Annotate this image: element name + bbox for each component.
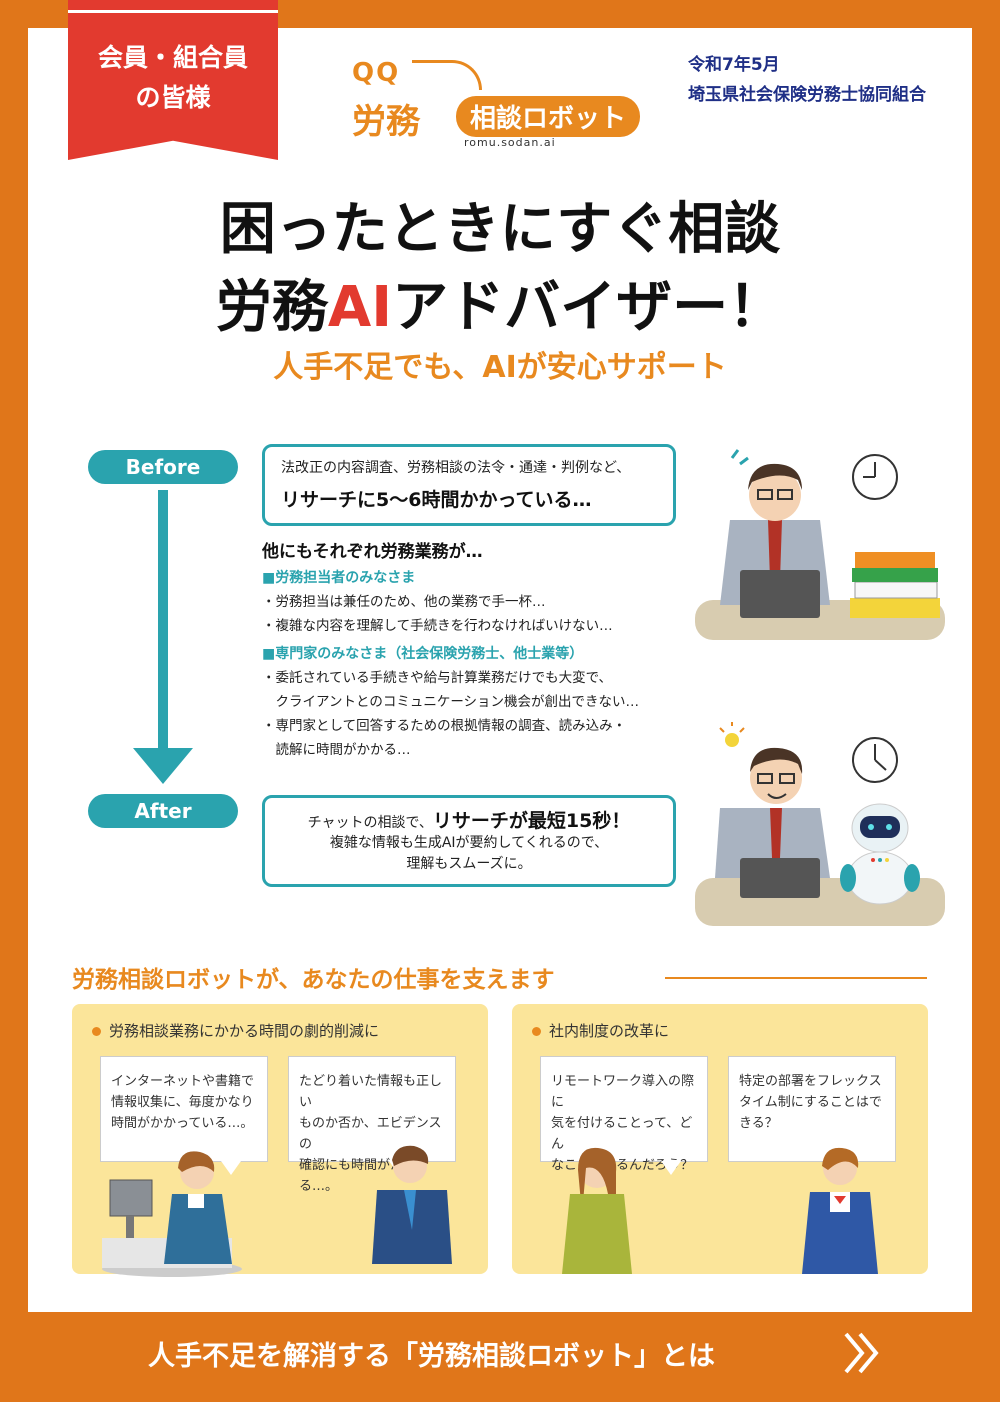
list-item: ・専門家として回答するための根拠情報の調査、読み込み・	[262, 718, 627, 734]
logo-url: romu.sodan.ai	[464, 136, 556, 149]
speech-bubble: 特定の部署をフレックス タイム制にすることはで きる？	[728, 1056, 896, 1175]
bubble-tail	[221, 1161, 241, 1175]
logo-box: 相談ロボット	[456, 96, 641, 137]
section-divider	[665, 977, 927, 979]
headline-line2: 労務AIアドバイザー！	[0, 262, 1000, 343]
other-tasks-heading: 他にもそれぞれ労務業務が…	[262, 542, 483, 562]
subheadline: 人手不足でも、AIが安心サポート	[273, 350, 727, 385]
bullet-dot-icon	[92, 1027, 101, 1036]
romu-sodan-robot-logo: QQ 労務 相談ロボット romu.sodan.ai	[352, 58, 652, 153]
panel-left-title-row: 労務相談業務にかかる時間の劇的削減に	[92, 1020, 379, 1041]
bubble-line: タイム制にすることはで	[739, 1095, 882, 1110]
before-label: Before	[88, 450, 238, 484]
double-chevron-right-icon	[844, 1332, 879, 1374]
bullet-dot-icon	[532, 1027, 541, 1036]
bubble-line: 気を付けることって、どん	[551, 1116, 693, 1152]
bubble-line: たどり着いた情報も正しい	[299, 1074, 443, 1110]
logo-main: 労務	[352, 102, 420, 142]
section-title: 労務相談ロボットが、あなたの仕事を支えます	[72, 967, 555, 993]
panel-right-title-row: 社内制度の改革に	[532, 1020, 669, 1041]
list-item: ・委託されている手続きや給与計算業務だけでも大変で、	[262, 670, 613, 686]
bubble-line: 時間がかかっている…。	[111, 1116, 254, 1131]
after-box: チャットの相談で、リサーチが最短15秒！ 複雑な情報も生成AIが要約してくれるの…	[262, 795, 676, 887]
headline-line1: 困ったときにすぐ相談	[219, 197, 781, 262]
group2-title: ■専門家のみなさま（社会保険労務士、他士業等）	[262, 646, 584, 662]
panel-time-reduction: 労務相談業務にかかる時間の劇的削減に インターネットや書籍で 情報収集に、毎度か…	[72, 1004, 488, 1277]
bubble-line: 確認にも時間がかかる…。	[299, 1158, 417, 1194]
list-item: 読解に時間がかかる…	[262, 742, 411, 758]
speech-bubble: インターネットや書籍で 情報収集に、毎度かなり 時間がかかっている…。	[100, 1056, 268, 1175]
before-text1: 法改正の内容調査、労務相談の法令・通達・判例など、	[281, 460, 631, 476]
before-box: 法改正の内容調査、労務相談の法令・通達・判例など、 リサーチに5〜6時間かかって…	[262, 444, 676, 526]
after-text1: チャットの相談で、リサーチが最短15秒！	[275, 806, 663, 833]
office-workers-illustration	[102, 1145, 452, 1277]
employees-illustration	[562, 1147, 878, 1274]
headline-ai: AI	[327, 275, 393, 340]
other-tasks-list: 他にもそれぞれ労務業務が… ■労務担当者のみなさま ・労務担当は兼任のため、他の…	[262, 540, 682, 762]
ribbon-line1: 会員・組合員	[97, 43, 248, 72]
after-text2: 複雑な情報も生成AIが要約してくれるので、	[329, 835, 609, 851]
bubble-line: 情報収集に、毎度かなり	[111, 1095, 254, 1110]
headline-line2-pre: 労務	[215, 275, 328, 340]
before-text2: リサーチに5〜6時間かかっている…	[281, 489, 592, 511]
bubble-tail	[661, 1161, 681, 1175]
stressed-worker-illustration	[695, 449, 945, 640]
panel-system-reform: 社内制度の改革に リモートワーク導入の際に 気を付けることって、どん なことがあ…	[512, 1004, 928, 1274]
footer-text: 人手不足を解消する「労務相談ロボット」とは	[148, 1341, 715, 1372]
issue-info: 令和7年5月 埼玉県社会保険労務士協同組合	[688, 50, 926, 110]
after-text1-pre: チャットの相談で、	[307, 815, 433, 831]
group1-title: ■労務担当者のみなさま	[262, 570, 416, 586]
bubble-line: きる？	[739, 1116, 778, 1131]
headline-line2-post: アドバイザー！	[392, 275, 785, 340]
speech-bubble: リモートワーク導入の際に 気を付けることって、どん なことがあるんだろう？	[540, 1056, 708, 1175]
arrow-down-icon	[133, 748, 193, 784]
speech-bubble: たどり着いた情報も正しい ものか否か、エビデンスの 確認にも時間がかかる…。	[288, 1056, 456, 1194]
logo-arc-icon	[412, 60, 482, 90]
after-text1-bold: リサーチが最短15秒！	[432, 810, 631, 832]
after-text3: 理解もスムーズに。	[406, 856, 532, 872]
relaxed-worker-with-robot-illustration	[695, 722, 945, 926]
issue-date: 令和7年5月	[688, 55, 780, 75]
ribbon-top-line	[68, 10, 278, 13]
panel-right-title: 社内制度の改革に	[549, 1022, 670, 1040]
after-label: After	[88, 794, 238, 828]
bubble-line: ものか否か、エビデンスの	[299, 1116, 442, 1152]
footer-cta[interactable]: 人手不足を解消する「労務相談ロボット」とは	[0, 1318, 1000, 1388]
list-item: ・労務担当は兼任のため、他の業務で手一杯…	[262, 594, 546, 610]
panel-left-title: 労務相談業務にかかる時間の劇的削減に	[109, 1022, 380, 1040]
bubble-line: インターネットや書籍で	[111, 1074, 255, 1089]
list-item: ・複雑な内容を理解して手続きを行わなければいけない…	[262, 618, 613, 634]
bubble-line: リモートワーク導入の際に	[551, 1074, 695, 1110]
before-after-arrow-shaft	[158, 490, 168, 752]
members-ribbon: 会員・組合員 の皆様	[68, 0, 278, 160]
logo-qq: QQ	[352, 58, 401, 88]
issuer-name: 埼玉県社会保険労務士協同組合	[688, 85, 926, 105]
bubble-line: 特定の部署をフレックス	[739, 1074, 882, 1089]
list-item: クライアントとのコミュニケーション機会が創出できない…	[262, 694, 640, 710]
ribbon-line2: の皆様	[135, 83, 211, 112]
